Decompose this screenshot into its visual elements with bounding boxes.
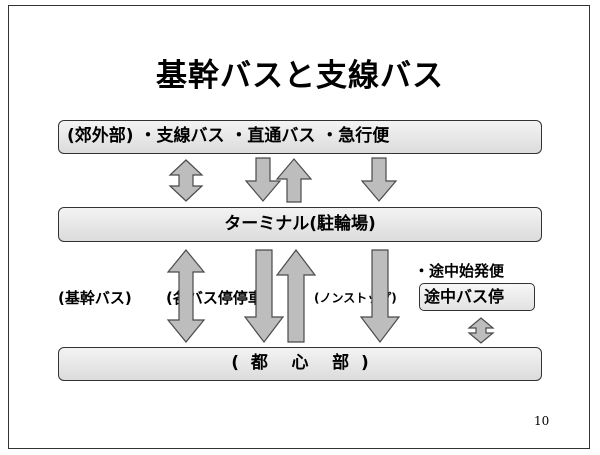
double-arrow-icon bbox=[467, 317, 495, 344]
down-arrow-icon bbox=[244, 157, 282, 202]
down-arrow-icon bbox=[360, 157, 398, 202]
page-number: 10 bbox=[534, 414, 550, 428]
slide-title: 基幹バスと支線バス bbox=[156, 58, 444, 94]
double-arrow-icon bbox=[168, 159, 204, 202]
up-arrow-icon bbox=[275, 158, 313, 203]
down-arrow-icon bbox=[243, 249, 285, 343]
city-center-bar: ( 都 心 部 ) bbox=[58, 347, 542, 381]
terminal-bar: ターミナル(駐輪場) bbox=[58, 207, 542, 242]
double-arrow-icon bbox=[166, 249, 206, 343]
trunk-bus-label: (基幹バス) bbox=[58, 289, 132, 307]
down-arrow-icon bbox=[359, 249, 401, 343]
up-arrow-icon bbox=[275, 249, 317, 343]
city-center-label: ( 都 心 部 ) bbox=[231, 353, 369, 373]
mid-route-start-label: ・途中始発便 bbox=[414, 262, 505, 280]
suburban-bar: (郊外部) ・支線バス ・直通バス ・急行便 bbox=[58, 120, 542, 154]
mid-route-stop-box: 途中バス停 bbox=[419, 283, 535, 311]
